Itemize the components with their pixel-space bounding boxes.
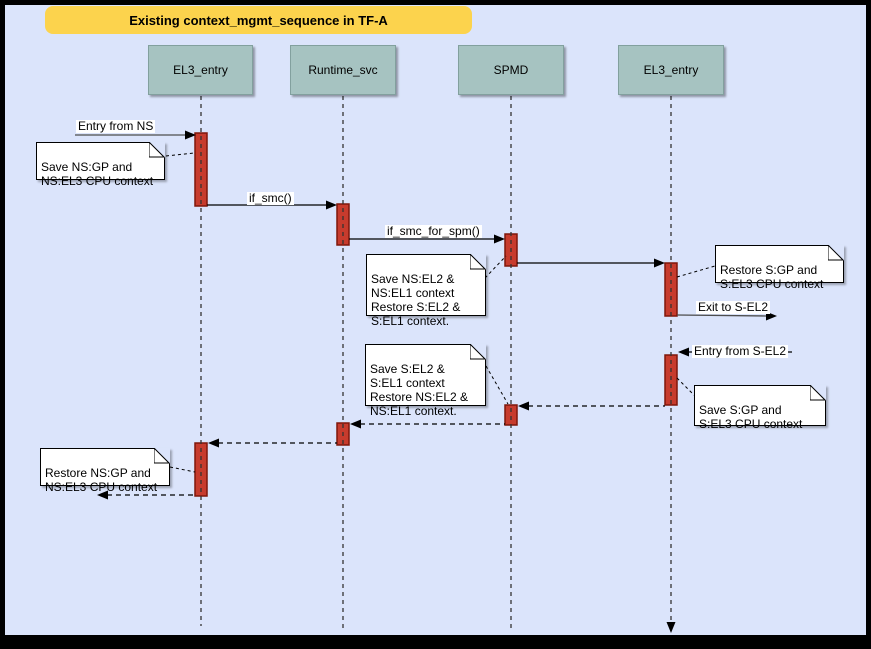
return-el3-to-ns — [97, 490, 195, 500]
arrowhead-icon — [654, 258, 665, 268]
note-fold-icon — [470, 344, 486, 360]
note-text: Restore S:GP and S:EL3 CPU context — [720, 263, 824, 291]
note-connectors — [165, 152, 716, 473]
note-save-s-el2: Save S:EL2 & S:EL1 context Restore NS:EL… — [365, 344, 486, 418]
note-restore-s-gp: Restore S:GP and S:EL3 CPU context — [715, 245, 844, 291]
diagram-title: Existing context_mgmt_sequence in TF-A — [45, 6, 472, 34]
message-if-smc — [207, 200, 337, 210]
note-connector — [484, 255, 507, 279]
message-label-if-smc-for-spm: if_smc_for_spm() — [385, 224, 482, 238]
note-connector — [676, 265, 716, 278]
note-text: Save S:EL2 & S:EL1 context Restore NS:EL… — [370, 362, 469, 418]
message-if-smc-for-spm — [349, 234, 505, 244]
message-entry-from-s-el2 — [678, 347, 795, 357]
note-text: Save S:GP and S:EL3 CPU context — [699, 403, 803, 431]
arrowhead-icon — [494, 234, 505, 244]
arrowhead-icon — [350, 419, 361, 429]
return-runtime-svc-to-el3 — [208, 438, 337, 448]
lifeline-header-label: EL3_entry — [643, 63, 699, 77]
note-fold-icon — [470, 254, 486, 270]
note-connector — [165, 152, 195, 157]
note-connector — [485, 365, 509, 405]
arrowhead-icon — [518, 401, 529, 411]
note-save-s-gp: Save S:GP and S:EL3 CPU context — [694, 385, 826, 431]
lifeline-header-label: EL3_entry — [173, 63, 228, 77]
message-label-entry-from-s-el2: Entry from S-EL2 — [692, 344, 789, 358]
note-save-ns-el2: Save NS:EL2 & NS:EL1 context Restore S:E… — [366, 254, 486, 328]
lifelines-group — [200, 96, 676, 633]
note-text: Restore NS:GP and NS:EL3 CPU context — [45, 466, 158, 494]
lifeline-header-el3-entry-2: EL3_entry — [618, 45, 724, 95]
note-fold-icon — [828, 245, 844, 261]
note-fold-icon — [149, 142, 165, 158]
arrowhead-icon — [326, 200, 337, 210]
note-restore-ns-gp: Restore NS:GP and NS:EL3 CPU context — [40, 448, 170, 494]
note-connector — [169, 466, 196, 473]
lifeline-end-arrow-icon — [666, 622, 676, 633]
solid-messages — [75, 130, 777, 321]
arrowhead-icon — [185, 130, 196, 140]
activation-bars — [194, 132, 678, 497]
diagram-canvas — [5, 5, 866, 635]
arrowhead-icon — [678, 347, 689, 357]
lifeline-header-el3-entry-1: EL3_entry — [148, 45, 253, 95]
note-connector — [676, 377, 696, 397]
dashed-messages — [97, 347, 795, 500]
lifeline-header-label: Runtime_svc — [308, 63, 378, 77]
lifeline-header-spmd: SPMD — [458, 45, 564, 95]
note-text: Save NS:EL2 & NS:EL1 context Restore S:E… — [371, 272, 461, 328]
arrowhead-icon — [97, 490, 108, 500]
lifeline-header-runtime-svc: Runtime_svc — [290, 45, 396, 95]
return-el3-to-spmd — [518, 401, 665, 411]
note-save-ns-gp: Save NS:GP and NS:EL3 CPU context — [36, 142, 165, 188]
message-spmd-to-el3 — [517, 258, 665, 268]
note-fold-icon — [810, 385, 826, 401]
message-entry-from-ns — [75, 130, 196, 140]
message-label-if-smc: if_smc() — [247, 191, 294, 205]
message-label-exit-to-s-el2: Exit to S-EL2 — [696, 300, 771, 314]
lifeline-header-label: SPMD — [493, 63, 529, 77]
message-label-entry-from-ns: Entry from NS — [76, 119, 156, 133]
return-spmd-to-runtime-svc — [350, 419, 505, 429]
note-fold-icon — [154, 448, 170, 464]
note-text: Save NS:GP and NS:EL3 CPU context — [41, 160, 154, 188]
arrowhead-icon — [208, 438, 219, 448]
